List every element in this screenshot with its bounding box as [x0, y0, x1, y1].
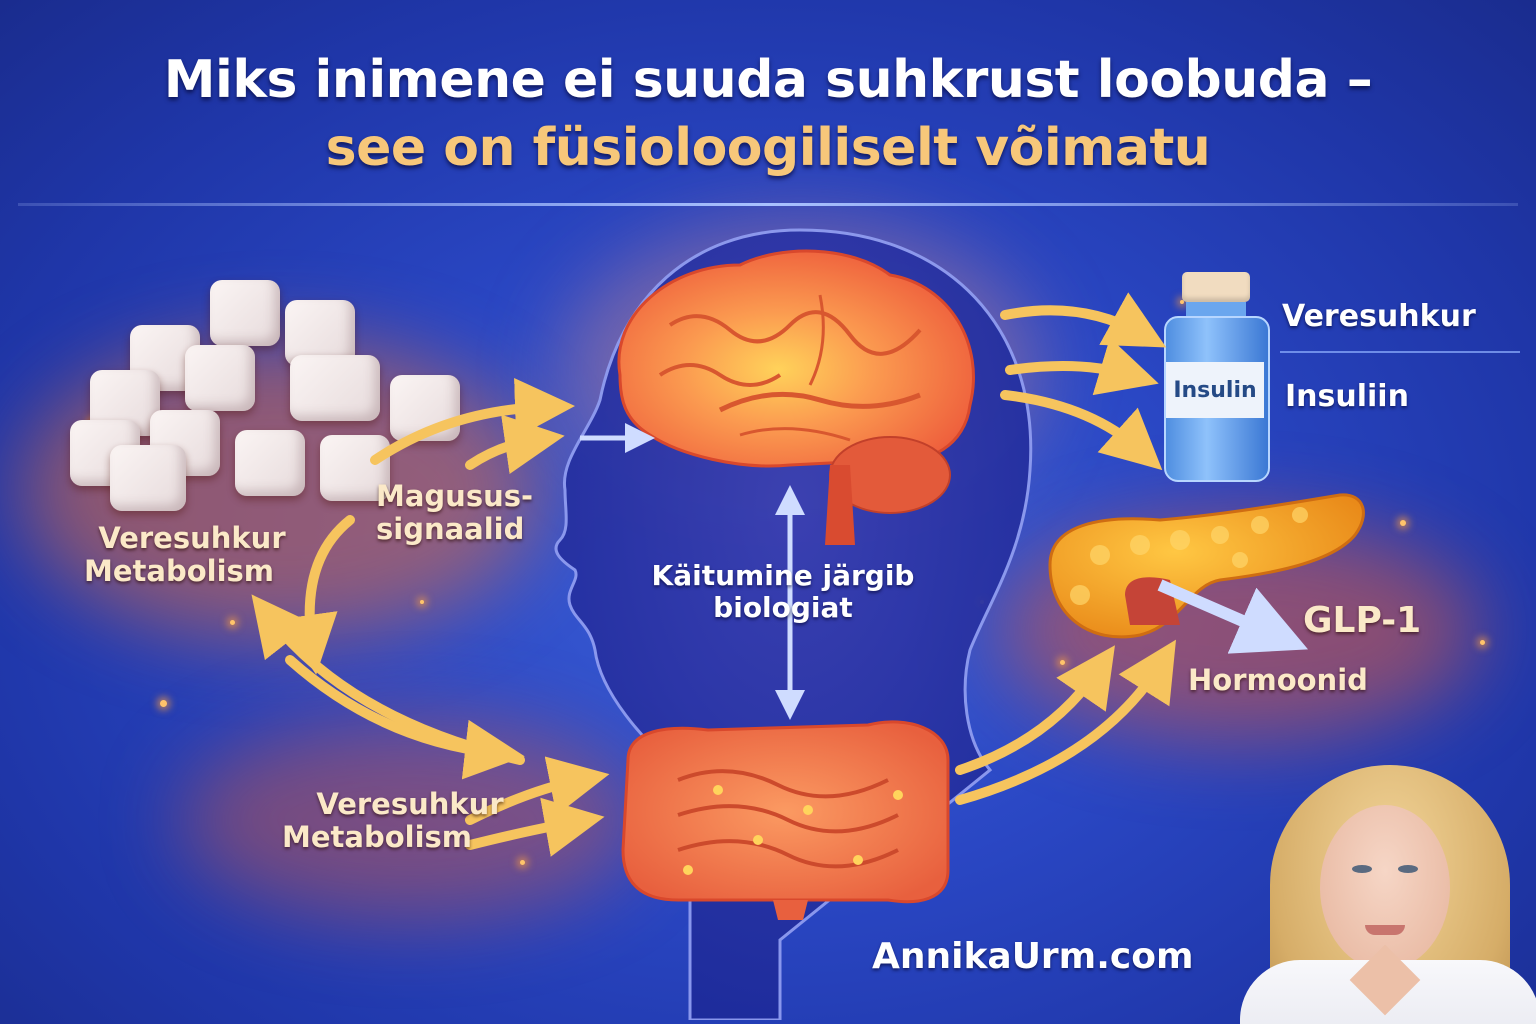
label-glp1: GLP-1 — [1303, 600, 1422, 641]
label-blood-sugar-metabolism-top: Veresuhkur Metabolism — [83, 521, 286, 589]
label-hormones: Hormoonid — [1188, 663, 1368, 697]
label-blood-sugar-right: Veresuhkur — [1282, 299, 1476, 334]
vial-label: Insulin — [1173, 377, 1257, 403]
label-behavior-follows-biology: Käitumine järgib biologiat — [651, 559, 915, 625]
insulin-vial-icon: Insulin — [1160, 272, 1270, 482]
sugar-cubes-illustration — [70, 270, 470, 511]
title-line-1: Miks inimene ei suuda suhkrust loobuda – — [163, 50, 1373, 110]
brain-illustration — [617, 249, 975, 545]
label-insulin-right: Insuliin — [1285, 379, 1409, 414]
label-sweetness-signals: Magusus- signaalid — [376, 479, 534, 547]
website-url[interactable]: AnnikaUrm.com — [872, 936, 1194, 977]
title-line-2: see on füsioloogiliselt võimatu — [325, 118, 1211, 178]
author-portrait — [1230, 745, 1536, 1024]
label-blood-sugar-metabolism-bottom: Veresuhkur Metabolism — [281, 787, 504, 855]
header-divider — [18, 203, 1518, 206]
intestines-illustration — [621, 720, 950, 920]
